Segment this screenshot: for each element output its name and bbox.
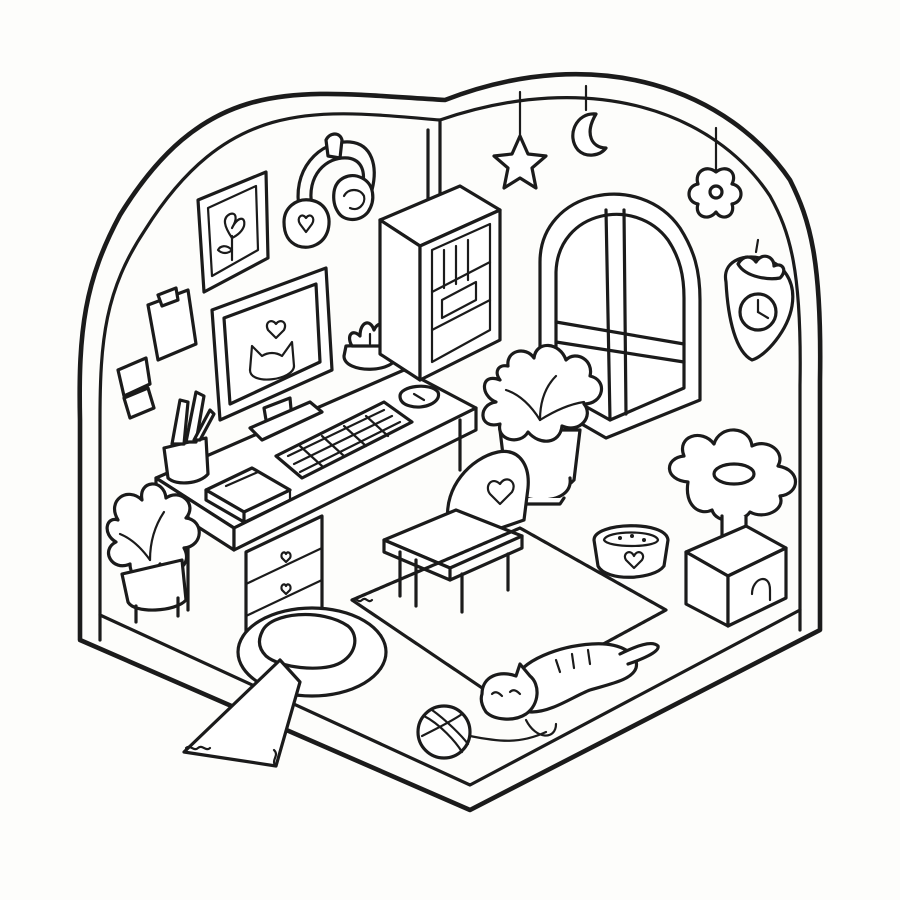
hanging-flower-icon (687, 126, 743, 219)
sleeping-cat-icon (479, 641, 660, 737)
round-mat-icon (182, 606, 388, 768)
picture-frame-icon (196, 170, 270, 294)
mouse-icon (398, 384, 441, 409)
heart-chair-icon (382, 449, 530, 614)
room-frame-icon (77, 71, 823, 813)
pet-bowl-icon (592, 524, 670, 579)
headphones-icon (282, 132, 376, 249)
sticky-note-icon (116, 286, 198, 420)
yarn-ball-icon (416, 704, 548, 760)
pencil-cup-icon (162, 390, 216, 485)
hanging-star-icon (492, 90, 548, 190)
bookshelf-icon (378, 184, 502, 382)
keyboard-icon (274, 400, 414, 480)
cat-tree-icon (667, 428, 797, 628)
notebook-icon (204, 466, 292, 524)
hanging-moon-icon (571, 84, 608, 157)
monitor-icon (210, 266, 334, 442)
strawberry-clock-icon (723, 238, 795, 362)
floor-plant-icon (105, 482, 201, 624)
cat-face-icon (248, 320, 296, 381)
